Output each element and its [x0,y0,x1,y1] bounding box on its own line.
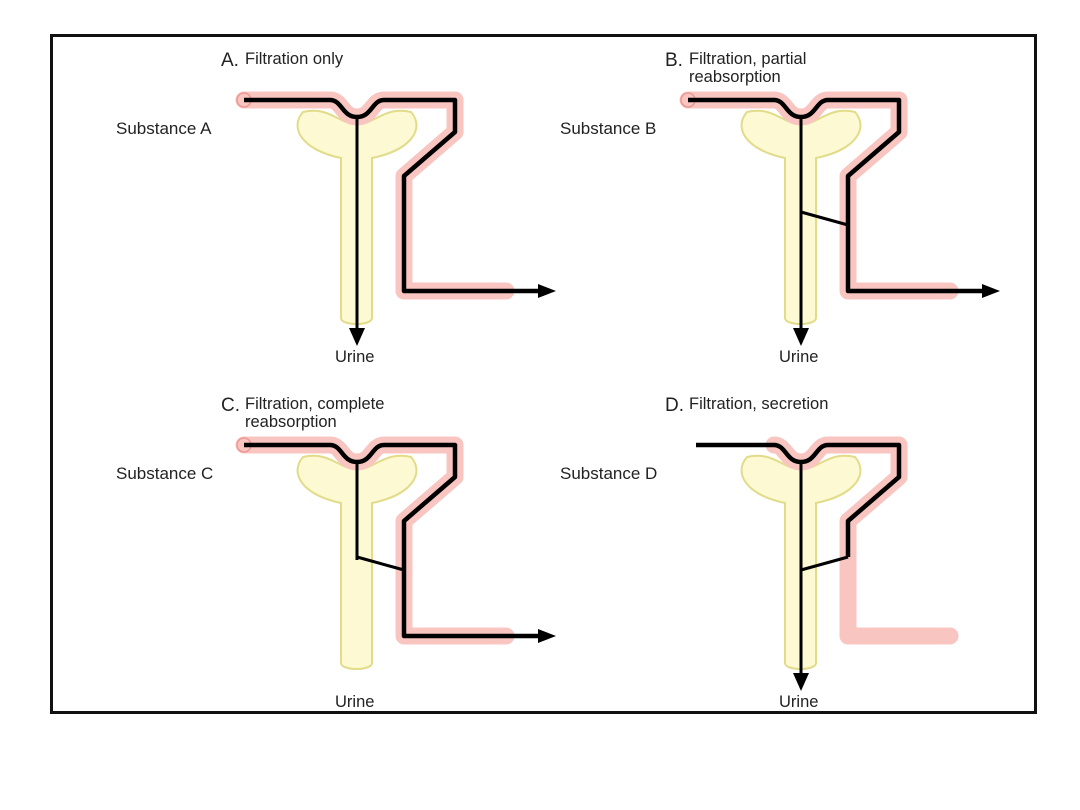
blood-flow-line [688,97,984,294]
blood-flow-line [696,442,902,557]
urine-label: Urine [335,693,374,711]
reabsorption-line [800,210,849,227]
substance-label: Substance A [116,119,212,138]
panel-letter: B. [665,50,683,71]
urine-label: Urine [779,348,818,366]
panel-title-line: Filtration, complete [245,395,384,413]
urine-arrowhead [349,328,365,346]
urine-label: Urine [335,348,374,366]
panel-c: C. Filtration, completereabsorptionSubsta… [116,395,556,711]
panel-title-line: Filtration only [245,50,344,68]
panel-letter: A. [221,50,239,71]
blood-outflow-arrowhead [538,284,556,298]
substance-label: Substance B [560,119,656,138]
reabsorption-line [356,555,405,572]
blood-flow-line [244,442,540,639]
substance-label: Substance C [116,464,213,483]
panel-letter: D. [665,395,684,416]
substance-label: Substance D [560,464,657,483]
panel-letter: C. [221,395,240,416]
blood-outflow-arrowhead [538,629,556,643]
panel-title-line: Filtration, secretion [689,395,828,413]
secretion-line [800,555,849,572]
urine-arrowhead [793,673,809,691]
urine-arrowhead [793,328,809,346]
figure-frame [50,34,1037,714]
urine-label: Urine [779,693,818,711]
panel-title-line: reabsorption [689,68,781,86]
blood-flow-line [244,97,540,294]
panel-b: B. Filtration, partialreabsorptionSubstan… [560,50,1000,366]
blood-outflow-arrowhead [982,284,1000,298]
panel-title-line: reabsorption [245,413,337,431]
panel-title-line: Filtration, partial [689,50,806,68]
